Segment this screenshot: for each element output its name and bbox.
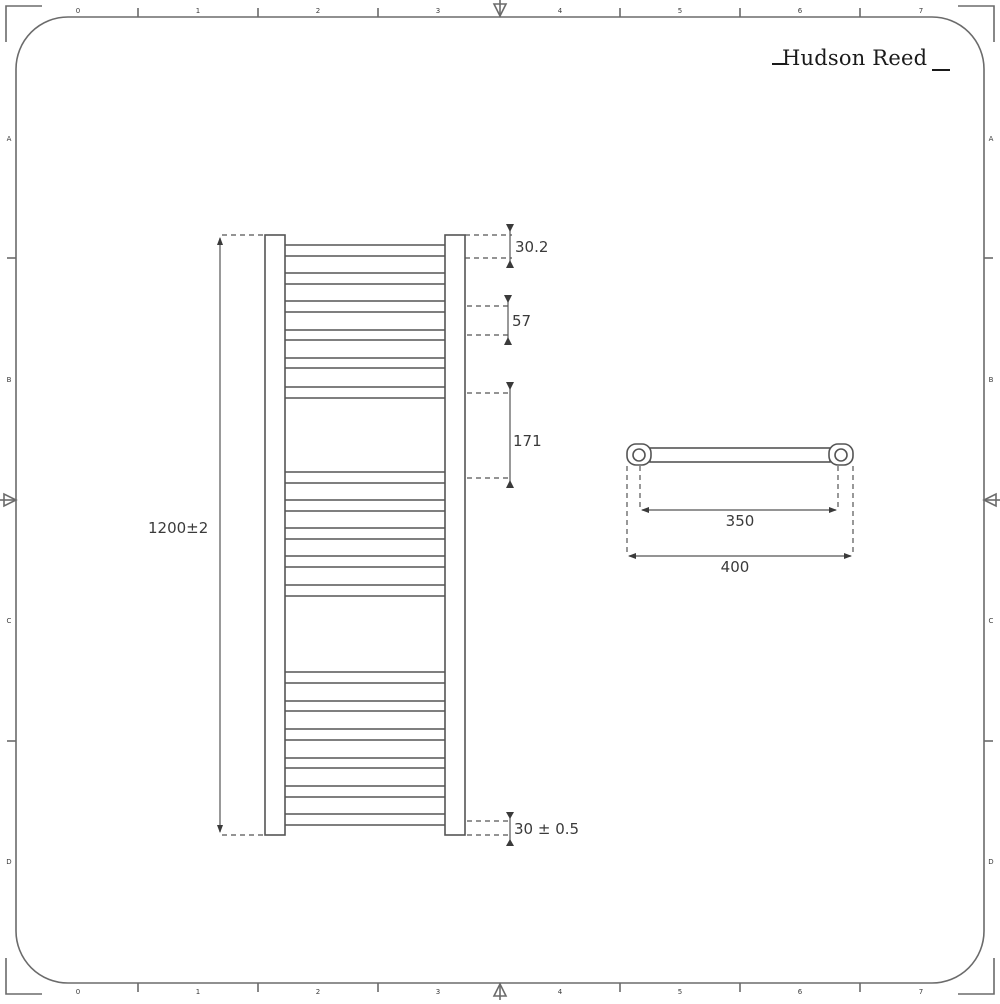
svg-text:0: 0 (76, 7, 80, 15)
overall-height-label: 1200±2 (148, 519, 208, 537)
svg-text:A: A (989, 135, 994, 143)
dimension-overall-height (217, 234, 265, 836)
svg-text:6: 6 (798, 7, 803, 15)
towel-rail-top-view (626, 443, 854, 466)
svg-text:1: 1 (196, 7, 200, 15)
brand-name: Hudson Reed (782, 46, 928, 70)
svg-text:4: 4 (558, 988, 563, 996)
svg-text:7: 7 (919, 988, 923, 996)
bar-pitch-label: 57 (512, 312, 531, 330)
svg-text:5: 5 (678, 7, 682, 15)
svg-text:4: 4 (558, 7, 563, 15)
dimension-overall-width (626, 466, 854, 559)
overall-width-label: 400 (721, 558, 750, 576)
left-pipe-icon (632, 448, 646, 462)
svg-text:C: C (7, 617, 12, 625)
bottom-offset-label: 30 ± 0.5 (514, 820, 579, 838)
svg-text:6: 6 (798, 988, 803, 996)
left-upright (264, 234, 286, 836)
dimension-top-offset (465, 224, 514, 268)
svg-text:1: 1 (196, 988, 200, 996)
right-pipe-icon (834, 448, 848, 462)
bottom-ruler-labels: 0 1 2 3 4 5 6 7 (76, 988, 923, 996)
svg-text:C: C (989, 617, 994, 625)
left-ruler-labels: A B C D (6, 135, 11, 866)
dimension-section-gap (467, 382, 514, 488)
logo-line-right (932, 69, 950, 71)
svg-text:2: 2 (316, 988, 320, 996)
top-view-bar (649, 447, 831, 463)
top-offset-label: 30.2 (515, 238, 548, 256)
svg-text:3: 3 (436, 988, 440, 996)
brand-logo: Hudson Reed (772, 46, 952, 80)
dimension-bar-pitch (467, 295, 512, 345)
svg-text:B: B (7, 376, 12, 384)
right-ruler-labels: A B C D (988, 135, 993, 866)
logo-line-left (772, 63, 786, 65)
dimension-bottom-offset (467, 812, 514, 846)
svg-text:3: 3 (436, 7, 440, 15)
svg-text:2: 2 (316, 7, 320, 15)
pipe-centres-label: 350 (726, 512, 755, 530)
svg-text:D: D (988, 858, 993, 866)
right-upright (444, 234, 466, 836)
towel-rail-front-view (264, 234, 466, 836)
dimension-pipe-centres (639, 466, 839, 513)
section-gap-label: 171 (513, 432, 542, 450)
svg-text:B: B (989, 376, 994, 384)
rail-bars (285, 244, 445, 826)
svg-text:A: A (7, 135, 12, 143)
svg-text:7: 7 (919, 7, 923, 15)
svg-text:0: 0 (76, 988, 80, 996)
svg-text:D: D (6, 858, 11, 866)
top-ruler-labels: 0 1 2 3 4 5 6 7 (76, 7, 923, 15)
svg-text:5: 5 (678, 988, 682, 996)
